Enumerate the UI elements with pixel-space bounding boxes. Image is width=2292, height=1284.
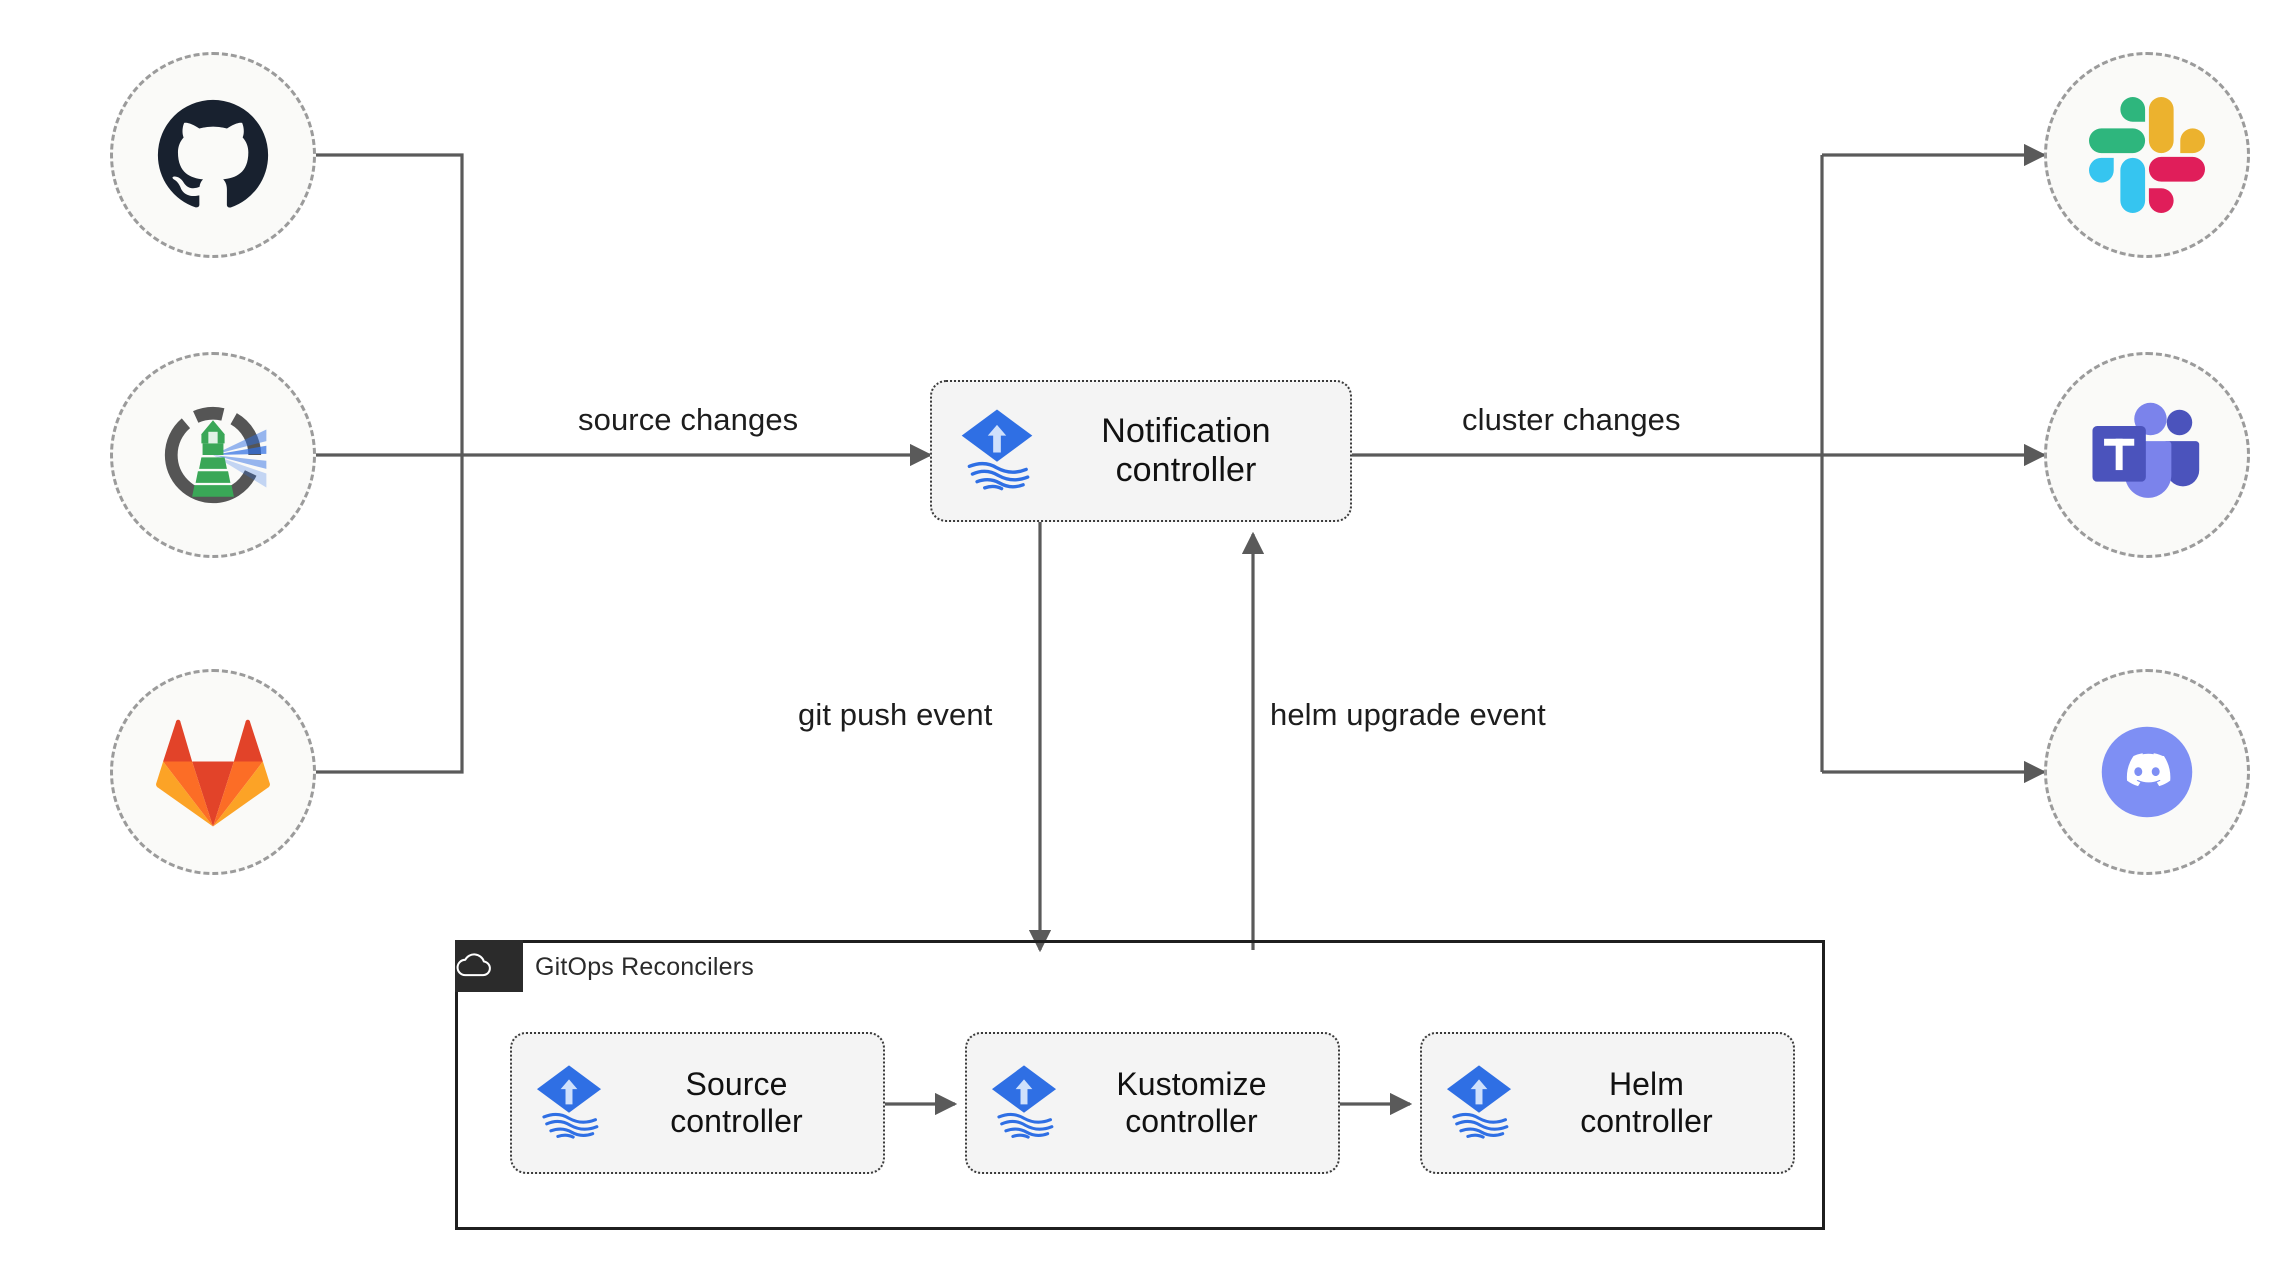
kustomize-controller-label: Kustomize controller: [1116, 1065, 1267, 1139]
gitops-reconcilers-group: [455, 940, 1825, 1230]
source-controller-label: Source controller: [670, 1065, 803, 1139]
source-node-github[interactable]: [110, 52, 316, 258]
teams-icon: [2089, 397, 2205, 513]
edge-label-source-changes: source changes: [578, 402, 799, 437]
flux-icon: [989, 1064, 1059, 1142]
cloud-icon: [455, 953, 523, 978]
flux-icon: [958, 408, 1036, 494]
slack-icon: [2089, 97, 2205, 213]
helm-controller-box[interactable]: Helm controller: [1420, 1032, 1795, 1174]
github-icon: [155, 97, 271, 213]
flux-icon: [1444, 1064, 1514, 1142]
destination-node-slack[interactable]: [2044, 52, 2250, 258]
notification-controller-box[interactable]: Notification controller: [930, 380, 1352, 522]
destination-node-discord[interactable]: [2044, 669, 2250, 875]
gitops-reconcilers-tab: [455, 940, 523, 992]
edge-label-helm-upgrade-event: helm upgrade event: [1270, 697, 1546, 732]
source-node-lighthouse[interactable]: [110, 352, 316, 558]
kustomize-controller-box[interactable]: Kustomize controller: [965, 1032, 1340, 1174]
flux-icon: [534, 1064, 604, 1142]
source-controller-box[interactable]: Source controller: [510, 1032, 885, 1174]
edge-label-git-push-event: git push event: [798, 697, 993, 732]
discord-icon: [2089, 714, 2205, 830]
gitops-reconcilers-title: GitOps Reconcilers: [535, 953, 754, 981]
edge-label-cluster-changes: cluster changes: [1462, 402, 1681, 437]
helm-controller-label: Helm controller: [1580, 1065, 1713, 1139]
source-node-gitlab[interactable]: [110, 669, 316, 875]
lighthouse-icon: [155, 397, 271, 513]
notification-controller-label: Notification controller: [1101, 411, 1271, 489]
destination-node-teams[interactable]: [2044, 352, 2250, 558]
gitlab-icon: [155, 714, 271, 830]
